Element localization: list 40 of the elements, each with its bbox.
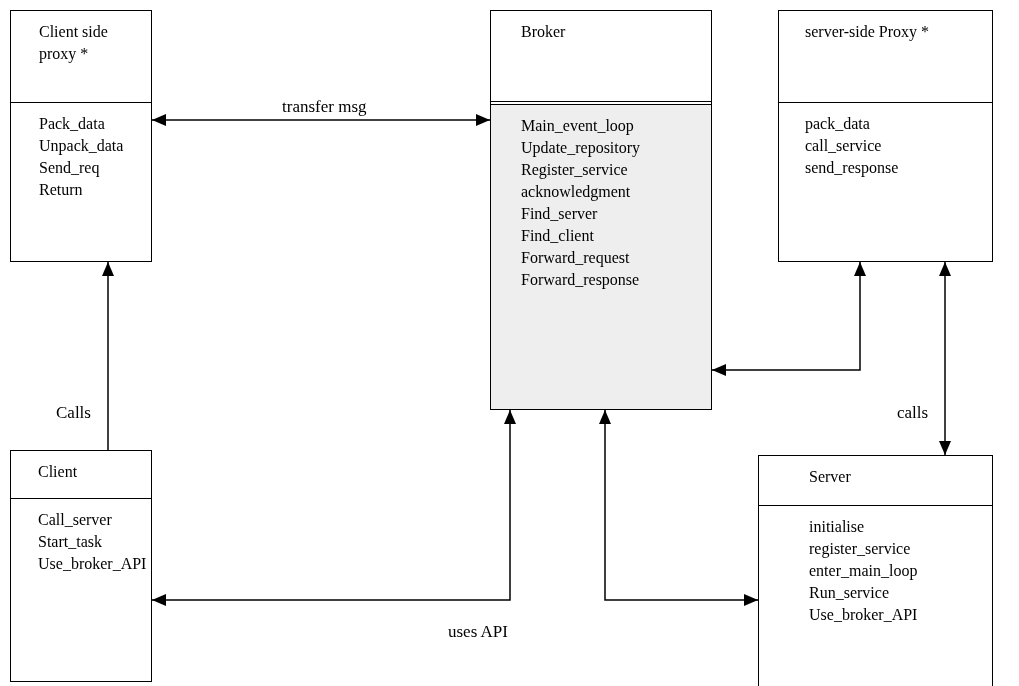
method-name: Use_broker_API — [38, 554, 147, 574]
method-name: Find_client — [521, 226, 594, 246]
method-name: send_response — [805, 158, 899, 179]
class-name: Client side proxy * — [39, 23, 108, 62]
method-name: Main_event_loop — [521, 116, 634, 137]
connector-arrow — [151, 409, 516, 606]
method-name: Update_repository — [521, 138, 641, 159]
method-name: Run_service — [809, 583, 889, 603]
class-box — [10, 450, 152, 682]
class-box — [10, 10, 152, 262]
method-name: Find_server — [521, 204, 598, 224]
method-name: Start_task — [38, 532, 102, 552]
class-box — [490, 10, 712, 410]
method-name: Forward_request — [521, 248, 630, 269]
class-name: server-side Proxy * — [805, 23, 930, 40]
method-name: Return — [39, 180, 83, 200]
class-box — [778, 10, 993, 262]
class-name: Server — [809, 468, 851, 485]
connector-arrow — [711, 261, 866, 376]
edge-label: transfer msg — [282, 97, 367, 117]
method-name: Pack_data — [39, 114, 105, 134]
connector-arrow — [102, 261, 114, 451]
connector-arrow — [939, 261, 951, 456]
method-name: Unpack_data — [39, 136, 124, 157]
class-box — [758, 455, 993, 686]
method-name: Call_server — [38, 510, 112, 530]
method-name: register_service — [809, 539, 911, 560]
method-name: Register_service — [521, 160, 628, 181]
method-name: Use_broker_API — [809, 605, 918, 625]
class-name: Client — [38, 463, 78, 480]
method-name: call_service — [805, 136, 882, 156]
method-name: initialise — [809, 517, 865, 537]
method-name: acknowledgment — [521, 182, 631, 203]
connector-arrow — [151, 114, 491, 126]
method-name: enter_main_loop — [809, 561, 918, 582]
method-name: pack_data — [805, 114, 870, 135]
connector-arrow — [599, 409, 759, 606]
class-name: Broker — [521, 23, 566, 40]
method-name: Send_req — [39, 158, 100, 179]
method-name: Forward_response — [521, 270, 640, 291]
